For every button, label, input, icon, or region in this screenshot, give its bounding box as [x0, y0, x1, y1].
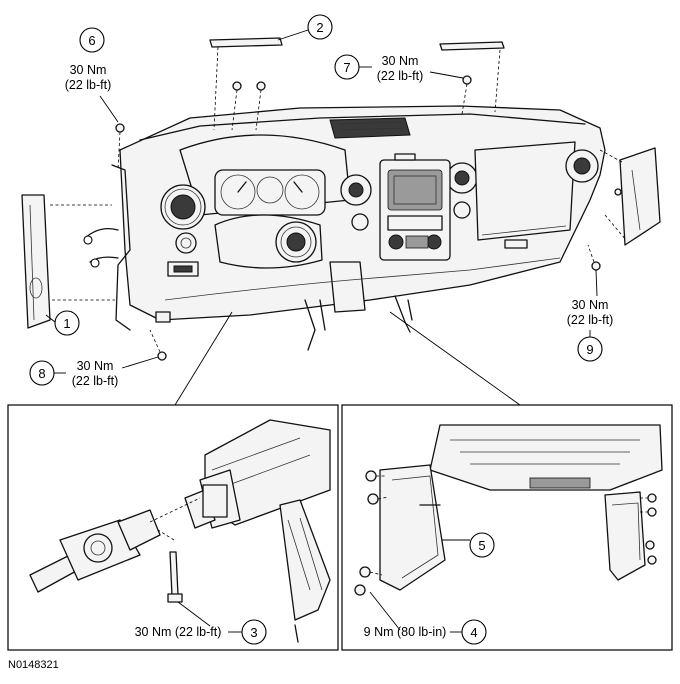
center-stack [379, 153, 451, 261]
right-end-panel [599, 147, 661, 246]
torque-8-lbft: (22 lb-ft) [72, 374, 119, 388]
right-end-vent [565, 149, 599, 183]
torque-3-text: 30 Nm (22 lb-ft) [135, 625, 222, 639]
callout-8-number: 8 [38, 366, 45, 381]
left-end-panel [21, 194, 115, 329]
callout-8: 8 30 Nm (22 lb-ft) [29, 356, 159, 388]
callout-6-number: 6 [88, 33, 95, 48]
torque-8-nm: 30 Nm [77, 359, 114, 373]
defroster-grille-left [209, 37, 283, 131]
bolt-8 [149, 329, 167, 361]
bolt-9 [587, 244, 601, 271]
gauge-cluster [214, 169, 326, 216]
figure-reference-code: N0148321 [8, 659, 59, 671]
defroster-grille-right [439, 41, 505, 113]
center-vents [340, 162, 478, 231]
callout-9: 30 Nm (22 lb-ft) 9 [567, 269, 614, 362]
callout-2: 2 [277, 14, 333, 41]
torque-9-lbft: (22 lb-ft) [567, 313, 614, 327]
torque-7-nm: 30 Nm [382, 54, 419, 68]
callout-1-number: 1 [63, 316, 70, 331]
torque-9-nm: 30 Nm [572, 298, 609, 312]
detail-box-steering-column [7, 404, 339, 651]
torque-6-nm: 30 Nm [70, 63, 107, 77]
callout-3: 30 Nm (22 lb-ft) 3 [135, 619, 267, 645]
callout-7: 7 30 Nm (22 lb-ft) [334, 54, 464, 83]
detail-box-brackets [341, 404, 673, 651]
callout-7-number: 7 [343, 60, 350, 75]
instrument-panel-assembly [83, 75, 606, 361]
left-vent [160, 184, 206, 277]
callout-1: 1 [45, 310, 80, 336]
steering-column-shroud [214, 214, 366, 313]
callout-4-number: 4 [470, 625, 477, 640]
callout-2-number: 2 [316, 20, 323, 35]
bolt-6 [115, 123, 125, 171]
torque-7-lbft: (22 lb-ft) [377, 69, 424, 83]
callout-6: 6 30 Nm (22 lb-ft) [65, 27, 119, 123]
top-bolts [231, 75, 472, 131]
callout-3-number: 3 [250, 625, 257, 640]
glove-box [474, 141, 576, 249]
callout-9-number: 9 [586, 342, 593, 357]
callout-4: 9 Nm (80 lb-in) 4 [364, 619, 487, 645]
torque-6-lbft: (22 lb-ft) [65, 78, 112, 92]
callout-5: 5 [469, 532, 495, 558]
torque-4-text: 9 Nm (80 lb-in) [364, 625, 447, 639]
callout-5-number: 5 [478, 538, 485, 553]
